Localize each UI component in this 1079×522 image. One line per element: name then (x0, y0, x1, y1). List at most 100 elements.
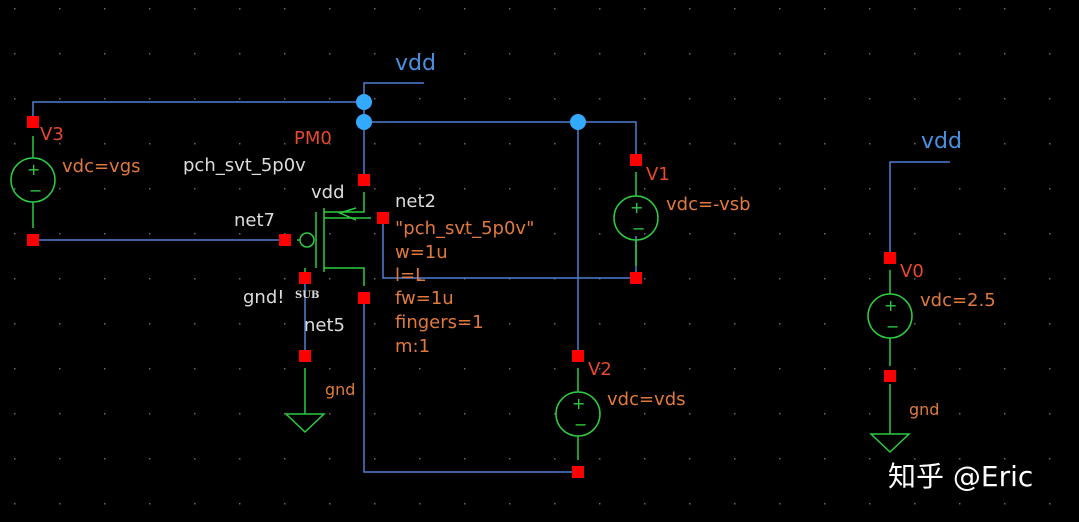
grid-dot (1049, 53, 1051, 55)
grid-dot (464, 8, 466, 10)
grid-dot (59, 458, 61, 460)
grid-dot (149, 233, 151, 235)
device-stubs (32, 136, 891, 460)
grid-dot (59, 8, 61, 10)
grid-dot (644, 98, 646, 100)
v2-source[interactable]: + − (555, 391, 601, 437)
v0-source[interactable]: + − (867, 293, 913, 339)
grid-dot (1004, 323, 1006, 325)
grid-dot (59, 233, 61, 235)
pin-v2-minus[interactable] (572, 466, 584, 478)
grid-dot (59, 323, 61, 325)
grid-dot (869, 278, 871, 280)
junction-dot[interactable] (356, 114, 372, 130)
v2-param: vdc=vds (607, 389, 686, 410)
grid-dot (239, 413, 241, 415)
grid-dot (869, 368, 871, 370)
grid-dot (734, 98, 736, 100)
grid-dot (374, 233, 376, 235)
grid-dot (779, 323, 781, 325)
grid-dot (419, 413, 421, 415)
grid-dot (509, 143, 511, 145)
pin-v2-plus[interactable] (572, 350, 584, 362)
grid-dot (284, 323, 286, 325)
wire-net5[interactable] (363, 298, 578, 473)
pin-v0-plus[interactable] (884, 252, 896, 264)
grid-dot (329, 413, 331, 415)
pin-gnd-left[interactable] (299, 350, 311, 362)
pin-pm0-gate[interactable] (279, 234, 291, 246)
grid-dot (959, 188, 961, 190)
grid-dot (869, 98, 871, 100)
grid-dot (554, 503, 556, 505)
junction-dot[interactable] (570, 114, 586, 130)
grid-dot (14, 503, 16, 505)
grid-dot (194, 8, 196, 10)
grid-dot (329, 8, 331, 10)
wire-vdd-right[interactable] (889, 161, 950, 258)
pin-v1-minus[interactable] (630, 272, 642, 284)
grid-dot (824, 278, 826, 280)
grid-dot (509, 188, 511, 190)
grid-dot (1004, 278, 1006, 280)
grid-dot (149, 278, 151, 280)
grid-dot (194, 503, 196, 505)
pin-pm0-sub[interactable] (299, 272, 311, 284)
grid-dot (104, 53, 106, 55)
wire-top-v1[interactable] (364, 121, 637, 160)
pin-v1-plus[interactable] (630, 154, 642, 166)
grid-dot (1049, 368, 1051, 370)
wire-net2[interactable] (382, 218, 636, 279)
v3-name: V3 (40, 124, 64, 145)
grid-dot (554, 188, 556, 190)
grid-dot (464, 413, 466, 415)
v1-source[interactable]: + − (613, 195, 659, 241)
grid-dot (284, 143, 286, 145)
grid-dot (644, 368, 646, 370)
grid-dot (959, 278, 961, 280)
grid-dot (734, 458, 736, 460)
v3-source[interactable]: + − (10, 157, 56, 203)
grid-dot (689, 188, 691, 190)
grid-dot (734, 233, 736, 235)
v2-name: V2 (588, 359, 612, 380)
pin-pm0-drain[interactable] (358, 292, 370, 304)
grid-dot (419, 143, 421, 145)
grid-dot (509, 53, 511, 55)
svg-text:+: + (27, 160, 40, 179)
grid-dot (779, 143, 781, 145)
pins (27, 116, 896, 478)
grid-dot (914, 98, 916, 100)
wire-v3-top[interactable] (32, 101, 364, 122)
grid-dot (464, 188, 466, 190)
pin-pm0-source[interactable] (358, 174, 370, 186)
grid-dot (194, 368, 196, 370)
pin-pm0-bulk[interactable] (377, 212, 389, 224)
grid-dot (104, 233, 106, 235)
grid-dot (1004, 188, 1006, 190)
grid-dot (689, 323, 691, 325)
pin-v0-minus[interactable] (884, 370, 896, 382)
grid-dot (779, 233, 781, 235)
grid-dot (239, 8, 241, 10)
grid-dot (914, 458, 916, 460)
grid-dot (1004, 53, 1006, 55)
grid-dot (509, 368, 511, 370)
pin-v3-plus[interactable] (27, 116, 39, 128)
junction-dot[interactable] (356, 94, 372, 110)
grid-dot (779, 8, 781, 10)
grid-dot (599, 458, 601, 460)
v0-param: vdc=2.5 (920, 290, 996, 311)
grid-dot (374, 323, 376, 325)
grid-dot (149, 368, 151, 370)
pin-v3-minus[interactable] (27, 234, 39, 246)
grid-dot (14, 458, 16, 460)
grid-dot (149, 53, 151, 55)
grid-dot (1049, 188, 1051, 190)
grid-dot (329, 188, 331, 190)
grid-dot (104, 368, 106, 370)
grid-dot (824, 188, 826, 190)
grid-dot (464, 458, 466, 460)
grid-dot (644, 233, 646, 235)
grid-dot (824, 413, 826, 415)
